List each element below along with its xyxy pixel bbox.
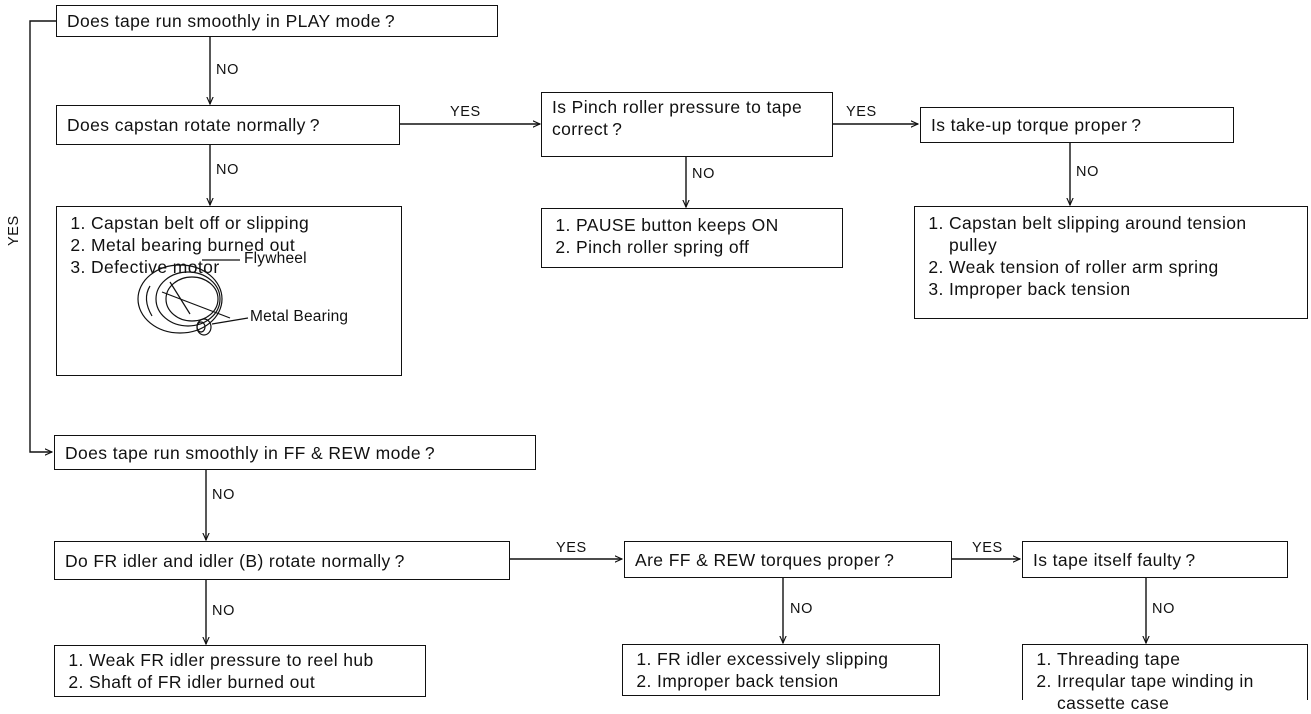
- arrow-play-yes-loop: [29, 20, 56, 452]
- takeup-torque-question-text: Is take-up torque proper ?: [931, 115, 1142, 135]
- fr-idler-question-text: Do FR idler and idler (B) rotate normall…: [65, 550, 405, 571]
- flywheel-label: Flywheel: [244, 250, 307, 267]
- capstan-question: Does capstan rotate normally ?: [56, 105, 400, 145]
- capstan-cause-2: Metal bearing burned out: [91, 234, 391, 256]
- edge-label-no-3: NO: [692, 166, 715, 182]
- pinch-roller-question: Is Pinch roller pressure to tape correct…: [541, 92, 833, 157]
- torque-cause-2: Improper back tension: [657, 670, 929, 692]
- edge-label-no-2: NO: [216, 162, 239, 178]
- edge-label-no-5: NO: [212, 487, 235, 503]
- tape-faulty-question-text: Is tape itself faulty ?: [1033, 549, 1196, 570]
- capstan-causes-box: Capstan belt off or slipping Metal beari…: [56, 206, 402, 376]
- takeup-causes-box: Capstan belt slipping around tension pul…: [914, 206, 1308, 319]
- fr-idler-question: Do FR idler and idler (B) rotate normall…: [54, 541, 510, 580]
- pinch-roller-question-text: Is Pinch roller pressure to tape correct…: [552, 97, 803, 139]
- tape-cause-1: Threading tape: [1057, 648, 1297, 670]
- edge-label-no-8: NO: [1152, 601, 1175, 617]
- idler-cause-1: Weak FR idler pressure to reel hub: [89, 649, 415, 671]
- edge-label-no-1: NO: [216, 62, 239, 78]
- ffrew-torque-question: Are FF & REW torques proper ?: [624, 541, 952, 578]
- flywheel-outer-rim: [137, 264, 223, 334]
- tape-faulty-question: Is tape itself faulty ?: [1022, 541, 1288, 578]
- edge-label-yes-left: YES: [6, 215, 22, 246]
- edge-label-yes-3: YES: [556, 540, 587, 556]
- tape-cause-2: Irreqular tape winding in cassette case: [1057, 670, 1297, 714]
- idler-cause-2: Shaft of FR idler burned out: [89, 671, 415, 693]
- edge-label-no-7: NO: [790, 601, 813, 617]
- pinch-cause-1: PAUSE button keeps ON: [576, 214, 832, 236]
- takeup-cause-2: Weak tension of roller arm spring: [949, 256, 1297, 278]
- edge-label-no-4: NO: [1076, 164, 1099, 180]
- pinch-cause-2: Pinch roller spring off: [576, 236, 832, 258]
- torque-causes-box: FR idler excessively slipping Improper b…: [622, 644, 940, 696]
- flywheel-illustration: [137, 259, 249, 336]
- takeup-torque-question: Is take-up torque proper ?: [920, 107, 1234, 143]
- tape-causes-box: Threading tape Irreqular tape winding in…: [1022, 644, 1308, 713]
- capstan-cause-1: Capstan belt off or slipping: [91, 212, 391, 234]
- ffrew-mode-question-text: Does tape run smoothly in FF & REW mode …: [65, 442, 436, 463]
- pinch-causes-box: PAUSE button keeps ON Pinch roller sprin…: [541, 208, 843, 268]
- flywheel-inner-rim: [155, 271, 221, 327]
- takeup-cause-1: Capstan belt slipping around tension pul…: [949, 212, 1297, 256]
- edge-label-yes-4: YES: [972, 540, 1003, 556]
- play-mode-question: Does tape run smoothly in PLAY mode ?: [56, 5, 498, 37]
- edge-label-yes-1: YES: [450, 104, 481, 120]
- ffrew-torque-question-text: Are FF & REW torques proper ?: [635, 549, 895, 570]
- ffrew-mode-question: Does tape run smoothly in FF & REW mode …: [54, 435, 536, 470]
- play-mode-question-text: Does tape run smoothly in PLAY mode ?: [67, 11, 395, 31]
- edge-label-no-6: NO: [212, 603, 235, 619]
- idler-causes-box: Weak FR idler pressure to reel hub Shaft…: [54, 645, 426, 697]
- capstan-question-text: Does capstan rotate normally ?: [67, 115, 320, 135]
- torque-cause-1: FR idler excessively slipping: [657, 648, 929, 670]
- edge-label-yes-2: YES: [846, 104, 877, 120]
- metal-bearing-label: Metal Bearing: [250, 308, 349, 325]
- takeup-cause-3: Improper back tension: [949, 278, 1297, 300]
